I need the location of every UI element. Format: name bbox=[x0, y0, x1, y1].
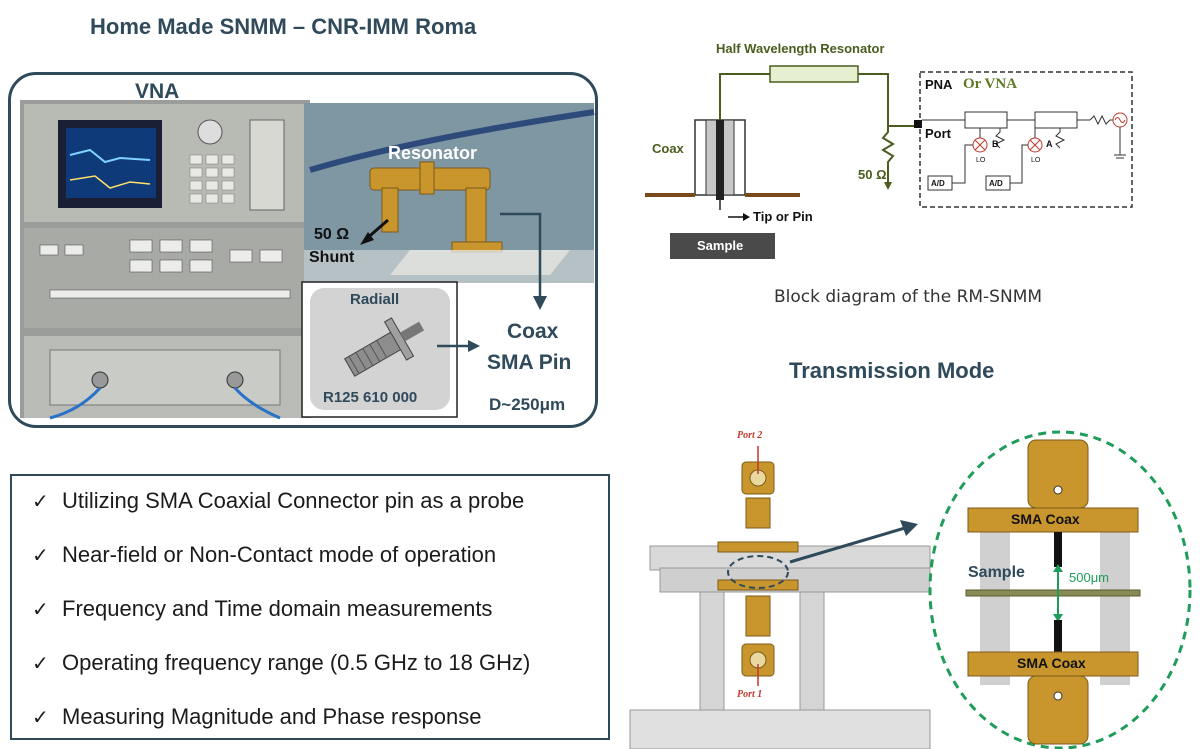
sma-pin-label: SMA Pin bbox=[487, 351, 572, 374]
check-icon: ✓ bbox=[32, 597, 49, 621]
connector-photo bbox=[301, 281, 458, 418]
coax-block-label: Coax bbox=[652, 141, 684, 156]
shunt-value-label: 50 Ω bbox=[314, 226, 350, 243]
sample-zoom-label: Sample bbox=[968, 564, 1025, 581]
a-label: A bbox=[1046, 139, 1053, 149]
gap-label: 500μm bbox=[1069, 570, 1110, 585]
port-label: Port bbox=[925, 126, 951, 141]
check-icon: ✓ bbox=[32, 705, 49, 729]
check-icon: ✓ bbox=[32, 543, 49, 567]
resonator-label: Resonator bbox=[388, 143, 478, 163]
transmission-title: Transmission Mode bbox=[789, 358, 995, 383]
b-label: B bbox=[992, 139, 999, 149]
port1-label: Port 1 bbox=[737, 689, 763, 700]
ad-label-a: A/D bbox=[989, 179, 1003, 188]
feature-item: ✓Near-field or Non-Contact mode of opera… bbox=[32, 542, 497, 567]
port2-label: Port 2 bbox=[737, 430, 763, 441]
feature-list: ✓Utilizing SMA Coaxial Connector pin as … bbox=[10, 474, 610, 740]
photo-illustrations bbox=[20, 100, 595, 420]
check-icon: ✓ bbox=[32, 489, 49, 513]
sma-coax-bottom-label: SMA Coax bbox=[1017, 655, 1086, 671]
resonator-arrow bbox=[500, 212, 542, 298]
feature-item: ✓Measuring Magnitude and Phase response bbox=[32, 704, 482, 729]
lo-label-a: LO bbox=[1031, 157, 1041, 164]
vna-label: VNA bbox=[135, 80, 180, 103]
connector-brand-label: Radiall bbox=[350, 291, 400, 308]
transmission-diagram bbox=[629, 430, 1192, 749]
tip-label: Tip or Pin bbox=[753, 209, 813, 224]
pna-label: PNA bbox=[925, 77, 953, 92]
block-diagram-caption: Block diagram of the RM-SNMM bbox=[774, 287, 1043, 307]
shunt-label: Shunt bbox=[309, 249, 355, 266]
feature-item: ✓Utilizing SMA Coaxial Connector pin as … bbox=[32, 488, 525, 513]
resonator-photo bbox=[304, 103, 595, 283]
vna-instrument-photo bbox=[20, 100, 310, 420]
connector-part-label: R125 610 000 bbox=[323, 389, 418, 406]
diameter-label: D~250μm bbox=[489, 395, 566, 414]
resonator-block-label: Half Wavelength Resonator bbox=[716, 41, 885, 56]
coax-label: Coax bbox=[507, 320, 559, 343]
block-diagram bbox=[645, 65, 1133, 259]
sma-coax-top-label: SMA Coax bbox=[1011, 511, 1080, 527]
lo-label-b: LO bbox=[976, 157, 986, 164]
check-icon: ✓ bbox=[32, 651, 49, 675]
feature-item: ✓Frequency and Time domain measurements bbox=[32, 596, 493, 621]
ad-label-b: A/D bbox=[931, 179, 945, 188]
shunt-block-label: 50 Ω bbox=[858, 167, 887, 182]
feature-item: ✓Operating frequency range (0.5 GHz to 1… bbox=[32, 650, 531, 675]
page-title: Home Made SNMM – CNR-IMM Roma bbox=[90, 14, 477, 39]
or-vna-label: Or VNA bbox=[963, 76, 1018, 92]
sample-block-label: Sample bbox=[697, 238, 744, 253]
